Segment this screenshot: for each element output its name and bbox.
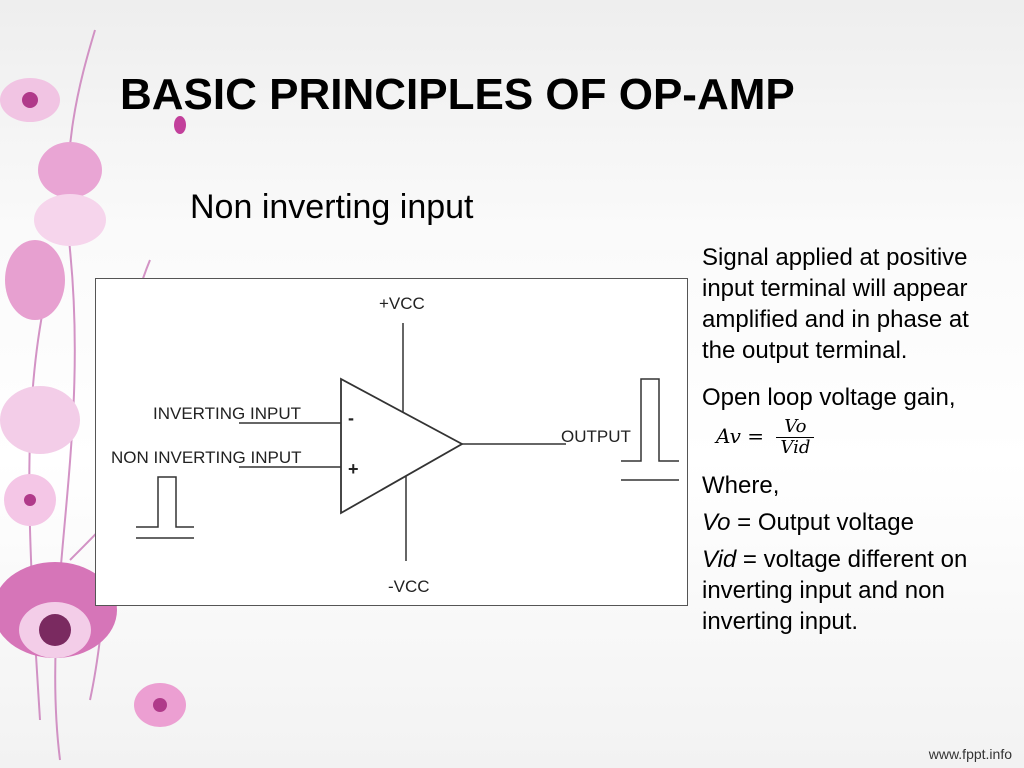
opamp-schematic: +VCC -VCC - + INVERTING INPUT NON INVERT… — [111, 294, 679, 596]
minus-sign: - — [348, 408, 354, 428]
gain-text: Open loop voltage gain, — [702, 384, 956, 411]
flower-petals — [0, 78, 186, 727]
formula-numerator: Vo — [776, 417, 815, 438]
vid-variable: Vid — [702, 546, 737, 573]
output-label: OUTPUT — [561, 427, 631, 446]
gain-formula: Av = Vo Vid — [716, 417, 815, 458]
inverting-input-label: INVERTING INPUT — [153, 404, 301, 423]
explanation-text: Signal applied at positive input termina… — [702, 242, 1002, 637]
output-pulse-waveform — [621, 378, 679, 462]
gain-paragraph: Open loop voltage gain, Av = Vo Vid — [702, 382, 1002, 458]
formula-fraction: Vo Vid — [776, 417, 815, 458]
vo-definition: Vo = Output voltage — [702, 507, 1002, 538]
non-inverting-input-label: NON INVERTING INPUT — [111, 448, 301, 467]
where-label: Where, — [702, 472, 780, 499]
slide-title: BASIC PRINCIPLES OF OP-AMP — [120, 70, 795, 119]
vcc-pos-label: +VCC — [379, 294, 425, 313]
footer-url: www.fppt.info — [928, 746, 1012, 762]
input-pulse-waveform — [136, 476, 194, 528]
formula-lhs: Av = — [716, 424, 765, 448]
formula-denominator: Vid — [780, 437, 811, 458]
vcc-neg-label: -VCC — [388, 577, 430, 596]
vid-description: = voltage different on inverting input a… — [702, 546, 968, 635]
floral-decoration — [0, 29, 186, 761]
vid-definition: Vid = voltage different on inverting inp… — [702, 544, 1002, 637]
plus-sign: + — [348, 459, 359, 479]
slide-subtitle: Non inverting input — [190, 188, 474, 226]
signal-paragraph: Signal applied at positive input termina… — [702, 244, 969, 364]
opamp-diagram: +VCC -VCC - + INVERTING INPUT NON INVERT… — [95, 278, 688, 606]
opamp-triangle — [340, 377, 464, 515]
vo-variable: Vo — [702, 509, 731, 536]
vo-description: = Output voltage — [730, 509, 914, 536]
